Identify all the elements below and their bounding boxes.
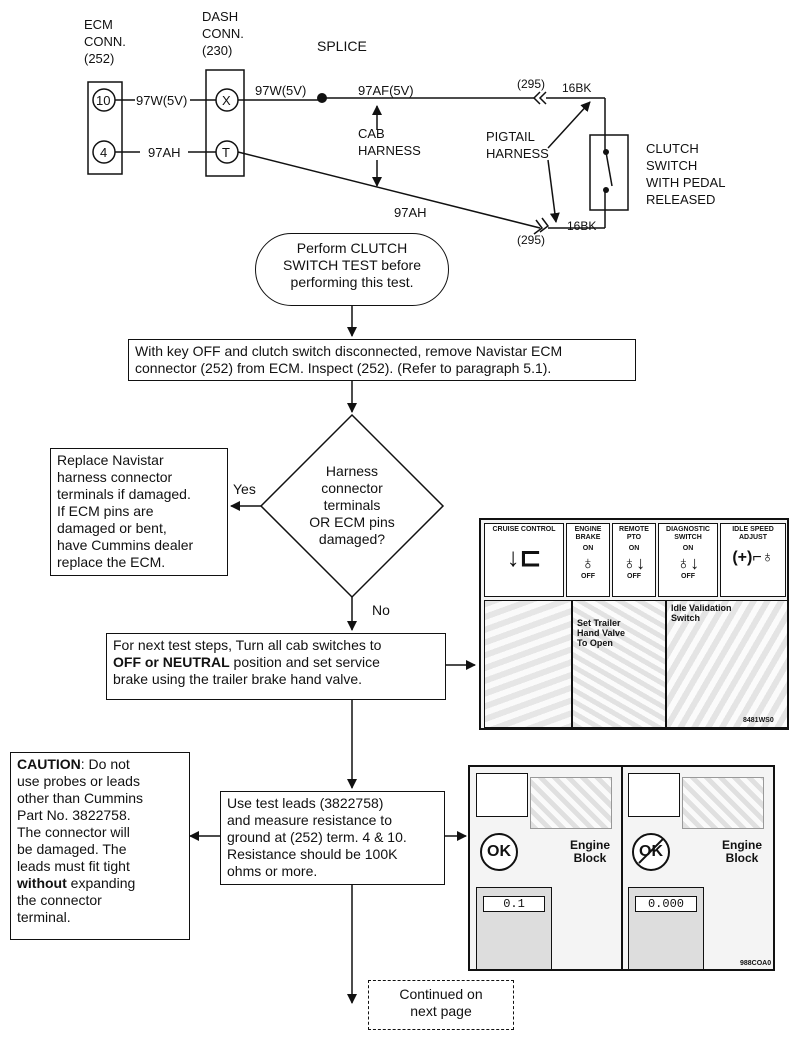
pto-toggle-icon: ♁↓ bbox=[622, 553, 646, 573]
panel2-code: 988COA0 bbox=[740, 960, 772, 967]
pin-10-label: 10 bbox=[96, 93, 111, 108]
idle-speed-icon: (+)⌐♁ bbox=[732, 549, 774, 566]
wire-16bk-top: 16BK bbox=[562, 81, 592, 95]
pigtail-arrow-up bbox=[547, 101, 591, 149]
wire-97w-label: 97W(5V) bbox=[255, 83, 307, 98]
pin-t-label: T bbox=[222, 145, 230, 160]
cruise-icon: ↓⊏ bbox=[506, 542, 542, 572]
step-1-box: With key OFF and clutch switch disconnec… bbox=[128, 339, 636, 381]
wire-97ah-label: 97AH bbox=[394, 205, 427, 220]
engine-brake-toggle-icon: ♁ bbox=[581, 553, 595, 573]
meter-display-left: 0.1 bbox=[483, 896, 545, 912]
cab-switches-illustration: CRUISE CONTROL ↓⊏ ENGINE BRAKE ON ♁ OFF … bbox=[479, 518, 789, 730]
multimeter-right: 0.000 bbox=[628, 887, 704, 969]
clutch-pedal-photo bbox=[484, 600, 572, 728]
pigtail-arrow-down bbox=[547, 159, 560, 223]
conn-295-top: (295) bbox=[517, 77, 546, 91]
connector-photo-left bbox=[530, 777, 612, 829]
yes-label: Yes bbox=[233, 481, 256, 497]
wire-ecm-bottom-label: 97AH bbox=[148, 145, 181, 160]
idle-validation-photo bbox=[666, 600, 787, 728]
wire-97af-label: 97AF(5V) bbox=[358, 83, 414, 98]
step-3-box: Use test leads (3822758)and measure resi… bbox=[220, 791, 445, 885]
wire-97ah-diag bbox=[237, 151, 541, 229]
dash-connector bbox=[205, 69, 245, 177]
switch-diagnostic: DIAGNOSTIC SWITCH ON ♁↓ OFF bbox=[658, 523, 718, 597]
splice-label: SPLICE bbox=[317, 38, 367, 54]
trailer-valve-photo bbox=[572, 600, 666, 728]
diagnostic-toggle-icon: ♁↓ bbox=[676, 553, 700, 573]
panel1-code: 8481WS0 bbox=[743, 717, 774, 724]
closed-switch-icon bbox=[628, 773, 680, 817]
conn-295-bottom: (295) bbox=[517, 233, 546, 247]
ecm-connector bbox=[87, 81, 123, 175]
multimeter-left: 0.1 bbox=[476, 887, 552, 969]
switch-engine-brake: ENGINE BRAKE ON ♁ OFF bbox=[566, 523, 610, 597]
no-label: No bbox=[372, 602, 390, 618]
switch-cruise-control: CRUISE CONTROL ↓⊏ bbox=[484, 523, 564, 597]
panel2-divider bbox=[621, 767, 623, 969]
wire-16bk-bottom: 16BK bbox=[567, 219, 597, 233]
step-2-box: For next test steps, Turn all cab switch… bbox=[106, 633, 446, 700]
pin-x-label: X bbox=[222, 93, 231, 108]
open-switch-icon bbox=[476, 773, 528, 817]
pin-4-label: 4 bbox=[100, 145, 108, 160]
ok-icon: OK bbox=[480, 833, 518, 871]
switch-remote-pto: REMOTE PTO ON ♁↓ OFF bbox=[612, 523, 656, 597]
wire-ecm-top-label: 97W(5V) bbox=[136, 93, 188, 108]
meter-display-right: 0.000 bbox=[635, 896, 697, 912]
switch-idle-speed: IDLE SPEED ADJUST (+)⌐♁ bbox=[720, 523, 786, 597]
connector-photo-right bbox=[682, 777, 764, 829]
